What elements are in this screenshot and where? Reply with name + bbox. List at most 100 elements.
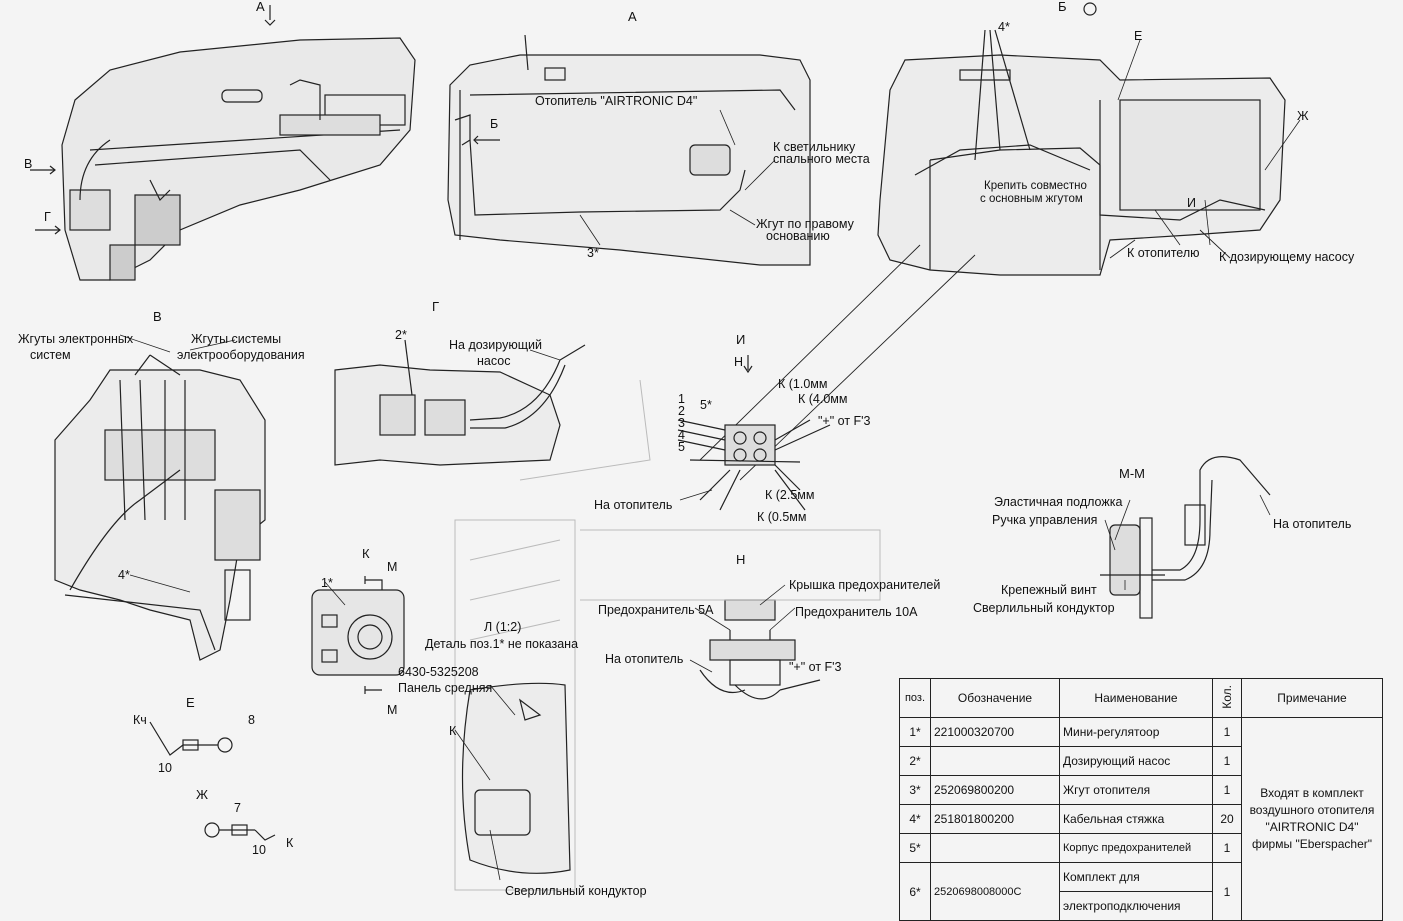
plus-f3-2-label: "+" от F'3	[789, 660, 842, 674]
section-m2-label: М	[387, 703, 398, 717]
header-name: Наименование	[1059, 678, 1213, 718]
e-8-label: 8	[248, 713, 255, 727]
elastic-label: Эластичная подложка	[994, 495, 1123, 509]
harness-right-label: Жгут по правому	[756, 217, 854, 231]
pos3-label: 3*	[587, 246, 599, 260]
row-pos: 6*	[899, 862, 931, 921]
view-g-title: Г	[432, 299, 440, 314]
regulator-k	[311, 576, 405, 694]
fuse-n-view	[699, 599, 821, 700]
header-pos: поз.	[899, 678, 931, 718]
heater-airtronic-label: Отопитель "AIRTRONIC D4"	[535, 94, 698, 108]
n5-label: 5	[678, 440, 685, 454]
row-name: Мини-регулятоор	[1059, 717, 1213, 747]
row-pos: 5*	[899, 833, 931, 863]
row-note: Входят в комплект воздушного отопителя "…	[1241, 717, 1383, 921]
drill-jig-1-label: Сверлильный кондуктор	[505, 884, 647, 898]
view-top-left	[30, 5, 416, 281]
view-zh-arrow-label: Ж	[1297, 109, 1309, 123]
spec-header-row: поз. Обозначение Наименование Кол. Приме…	[899, 678, 1383, 718]
electro-label: электрооборудования	[177, 348, 305, 362]
ring-terminals	[149, 721, 276, 841]
n4-label: 4	[678, 428, 685, 442]
fuse5-label: Предохранитель 5А	[598, 603, 714, 617]
row-pos: 4*	[899, 804, 931, 834]
n2-label: 2	[678, 404, 685, 418]
header-note: Примечание	[1241, 678, 1383, 718]
row-qty: 1	[1212, 775, 1242, 805]
detail-not-shown-label: Деталь поз.1* не показана	[425, 637, 579, 651]
row-qty: 1	[1212, 717, 1242, 747]
row-name: Кабельная стяжка	[1059, 804, 1213, 834]
view-i-arrow-label: И	[1187, 196, 1196, 210]
harness-electronic-label: Жгуты электронных	[18, 332, 134, 346]
handle-label: Ручка управления	[992, 513, 1098, 527]
panel-mid-label: Панель средняя	[398, 681, 493, 695]
panel-code-label: 6430-5325208	[398, 665, 479, 679]
fix-together-label: Крепить совместно	[984, 180, 1087, 192]
e-10-label: 10	[158, 761, 172, 775]
view-v	[54, 354, 266, 661]
row-name: Комплект для	[1059, 862, 1213, 892]
view-b-arrow-label: Б	[490, 117, 499, 131]
view-b	[877, 2, 1286, 276]
header-qty: Кол.	[1212, 678, 1242, 718]
n-k2-label: К (4.0мм	[798, 392, 848, 406]
n-k1-label: К (1.0мм	[778, 377, 828, 391]
label-leaders	[119, 39, 1301, 881]
screw-label: Крепежный винт	[1001, 583, 1097, 597]
view-e-title: Е	[186, 695, 195, 710]
row-qty: 1	[1212, 833, 1242, 863]
row-name: Жгут отопителя	[1059, 775, 1213, 805]
view-g-arrow-label: Г	[44, 210, 51, 224]
with-main-label: с основным жгутом	[980, 193, 1083, 205]
row-qty: 1	[1212, 746, 1242, 776]
n3-label: 3	[678, 416, 685, 430]
leader-lines	[699, 229, 1231, 481]
row-name: Дозирующий насос	[1059, 746, 1213, 776]
to-heater-1-label: К отопителю	[1127, 246, 1200, 260]
row-code: 252069800200	[930, 775, 1060, 805]
spec-row: 3* 252069800200 Жгут отопителя 1	[899, 775, 1383, 805]
view-v-arrow-label: В	[24, 157, 33, 171]
n-k4-label: К (0.5мм	[757, 510, 807, 524]
fuse10-label: Предохранитель 10А	[795, 605, 918, 619]
to-heater-3-label: На отопитель	[605, 652, 684, 666]
base-label: основанию	[766, 229, 830, 243]
section-m1-label: М	[387, 560, 398, 574]
pos1-label: 1*	[321, 576, 333, 590]
row-code: 2520698008000С	[930, 862, 1060, 921]
pos4-v-label: 4*	[118, 568, 130, 582]
n-k3-label: К (2.5мм	[765, 488, 815, 502]
header-qty-text: Кол.	[1220, 684, 1234, 709]
section-mm	[1100, 456, 1271, 619]
view-v-title: В	[153, 309, 162, 324]
specification-table: поз. Обозначение Наименование Кол. Приме…	[899, 678, 1383, 921]
row-name-cont: электроподключения	[1059, 891, 1213, 921]
view-a-arrow-label: А	[256, 0, 265, 14]
view-b-title: Б	[1058, 0, 1067, 14]
to-heater-4-label: На отопитель	[1273, 517, 1352, 531]
row-pos: 2*	[899, 746, 931, 776]
to-lamp-label: К светильнику	[773, 140, 856, 154]
row-code: 221000320700	[930, 717, 1060, 747]
view-k-title: К	[362, 546, 370, 561]
view-l-label: Л (1:2)	[484, 620, 522, 634]
harness-system-label: Жгуты системы	[191, 332, 282, 346]
view-g	[334, 339, 586, 466]
fuse-block-detail	[677, 355, 831, 511]
to-heater-2-label: На отопитель	[594, 498, 673, 512]
row-code	[930, 833, 1060, 863]
sleeping-place-label: спального места	[773, 152, 870, 166]
to-pump-1-label: К дозирующему насосу	[1219, 250, 1355, 264]
view-a	[447, 34, 811, 266]
row-qty: 1	[1212, 862, 1242, 921]
spec-row: 1* 221000320700 Мини-регулятоор 1 Входят…	[899, 717, 1383, 921]
section-mm-title: М-М	[1119, 466, 1145, 481]
pump-label: насос	[477, 354, 511, 368]
background-outline	[454, 379, 881, 891]
view-a-title: А	[628, 9, 637, 24]
view-zh-title: Ж	[196, 787, 209, 802]
systems-label: систем	[30, 348, 71, 362]
